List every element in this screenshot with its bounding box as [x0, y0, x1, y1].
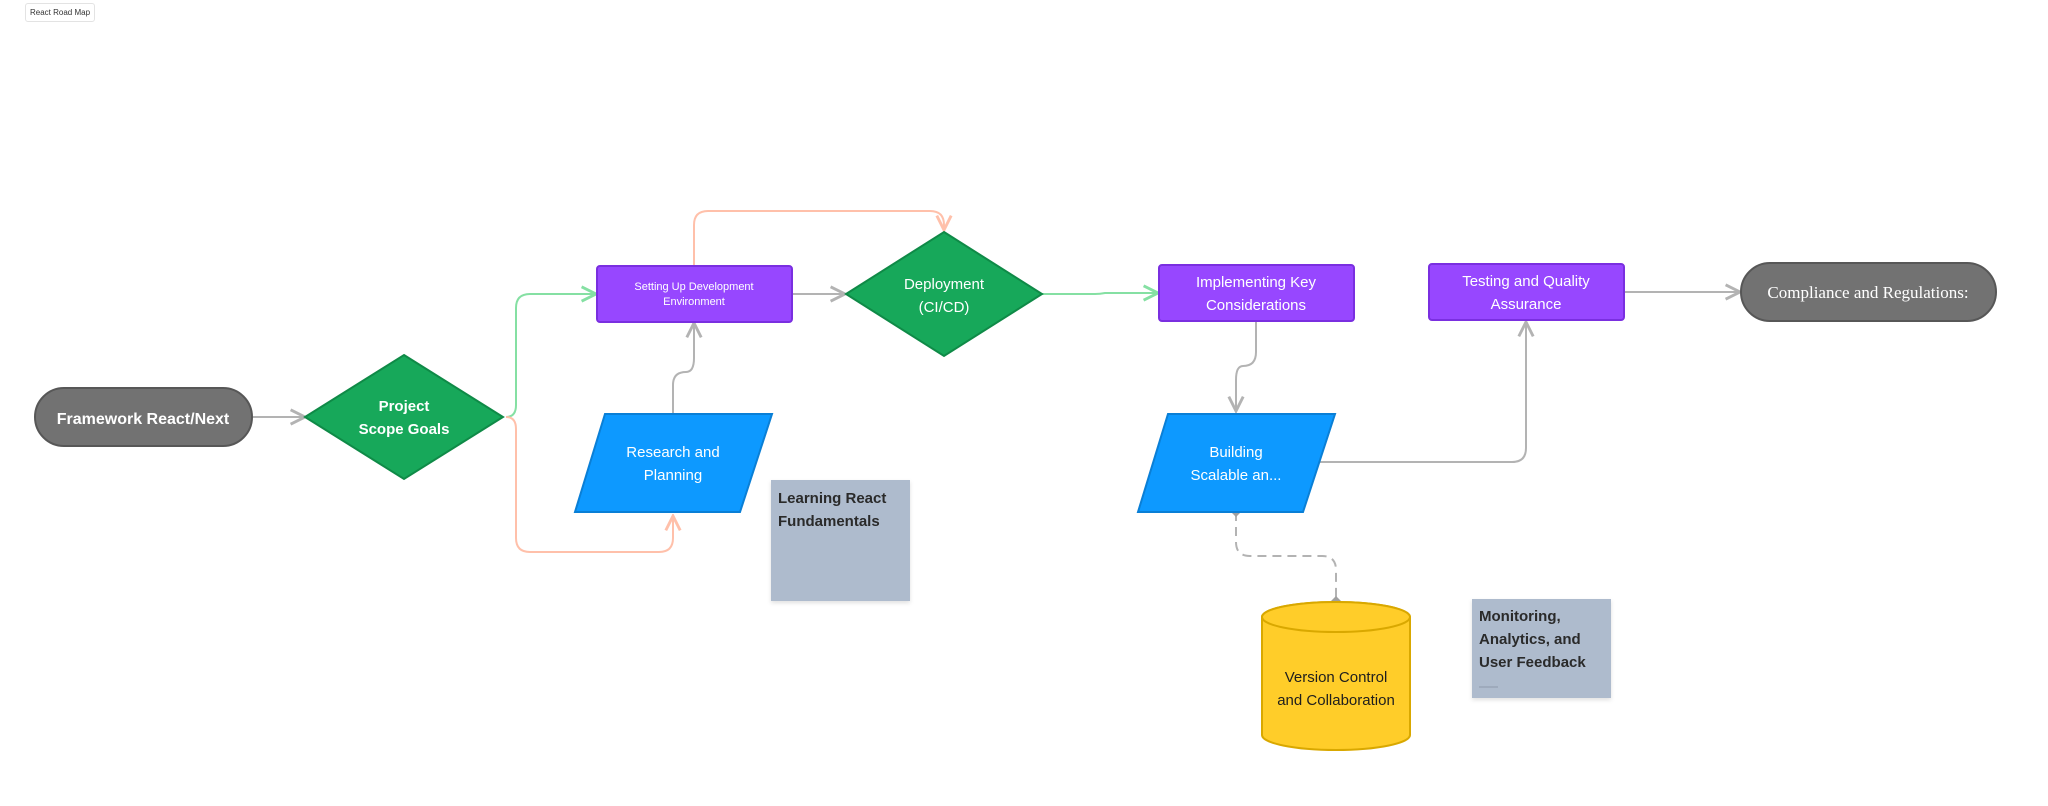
note-monitoring[interactable]: Monitoring, Analytics, and User Feedback — [1472, 599, 1611, 698]
node-implementing-label-line1: Implementing Key — [1196, 274, 1317, 291]
connector-project-scope-to-setup[interactable] — [505, 294, 596, 418]
node-setup-env-label-line1: Setting Up Development — [634, 281, 753, 293]
node-compliance[interactable]: Compliance and Regulations: — [1740, 262, 1997, 322]
node-setup-env[interactable]: Setting Up Development Environment — [596, 265, 793, 323]
node-deployment[interactable]: Deployment (CI/CD) — [844, 230, 1044, 358]
node-version-control[interactable]: Version Control and Collaboration — [1261, 601, 1411, 751]
connector-research-to-setup[interactable] — [672, 323, 694, 413]
node-deployment-label-line2: (CI/CD) — [919, 299, 970, 316]
node-research-label-line2: Planning — [644, 467, 702, 484]
note-learning-react-line2: Fundamentals — [778, 513, 880, 530]
node-implementing[interactable]: Implementing Key Considerations — [1158, 264, 1355, 322]
node-building-label-line1: Building — [1209, 444, 1262, 461]
connector-deployment-to-implementing[interactable] — [1042, 293, 1158, 294]
note-learning-react[interactable]: Learning React Fundamentals — [771, 480, 910, 601]
node-project-scope-label-line2: Scope Goals — [359, 421, 450, 438]
node-deployment-label-line1: Deployment — [904, 276, 985, 293]
connectors — [253, 210, 1740, 606]
connector-project-scope-to-research[interactable] — [505, 416, 673, 553]
node-setup-env-label-line2: Environment — [663, 296, 725, 308]
note-monitoring-line3: User Feedback — [1479, 654, 1586, 671]
connector-implementing-to-building[interactable] — [1236, 322, 1257, 411]
node-framework-label: Framework React/Next — [57, 411, 230, 428]
board-title-label[interactable]: React Road Map — [25, 3, 96, 22]
node-building-label-line2: Scalable an... — [1191, 467, 1282, 484]
node-testing-label-line2: Assurance — [1491, 296, 1562, 313]
connector-building-to-version-control[interactable] — [1235, 512, 1337, 601]
note-learning-react-line1: Learning React — [778, 490, 886, 507]
node-version-control-label-line2: and Collaboration — [1277, 692, 1395, 709]
node-research-label-line1: Research and — [626, 444, 719, 461]
node-implementing-label-line2: Considerations — [1206, 297, 1306, 314]
node-testing-label-line1: Testing and Quality — [1462, 273, 1590, 290]
node-building[interactable]: Building Scalable an... — [1136, 413, 1337, 513]
note-monitoring-line1: Monitoring, — [1479, 608, 1561, 625]
node-framework[interactable]: Framework React/Next — [34, 387, 253, 447]
node-project-scope[interactable]: Project Scope Goals — [303, 353, 505, 481]
node-research[interactable]: Research and Planning — [573, 413, 774, 513]
connector-setup-to-deployment-loop[interactable] — [693, 210, 944, 265]
node-project-scope-label-line1: Project — [379, 398, 430, 415]
note-monitoring-line2: Analytics, and — [1479, 631, 1581, 648]
connector-building-to-testing[interactable] — [1315, 322, 1526, 463]
node-version-control-label-line1: Version Control — [1285, 669, 1388, 686]
node-compliance-label: Compliance and Regulations: — [1767, 283, 1968, 302]
node-testing[interactable]: Testing and Quality Assurance — [1428, 263, 1625, 321]
